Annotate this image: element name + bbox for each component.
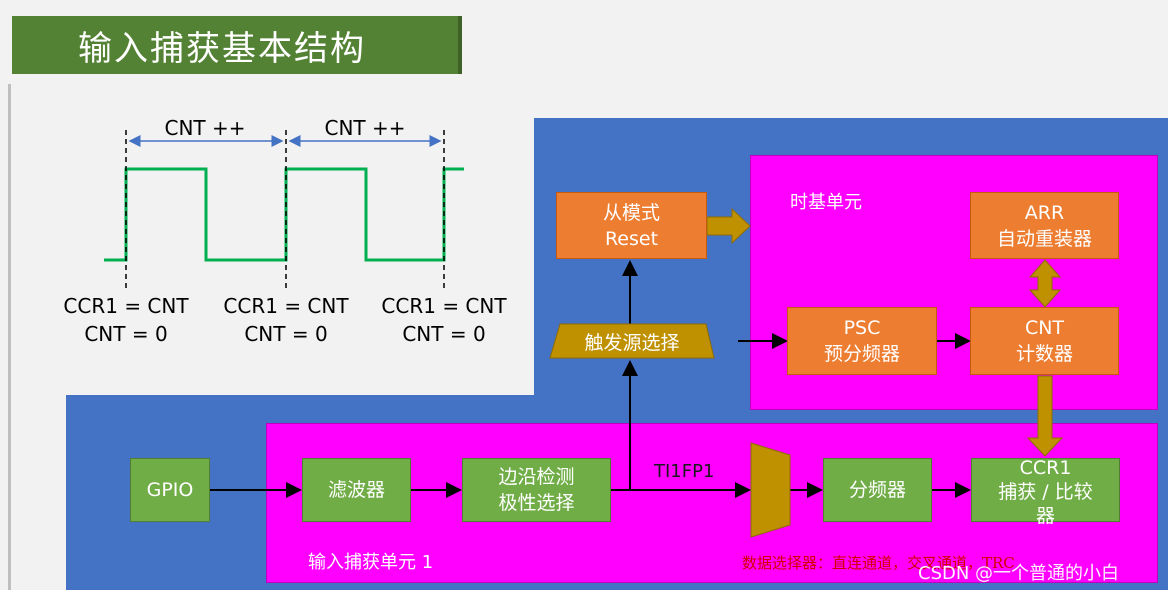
event-2-line1: CCR1 = CNT	[223, 294, 349, 318]
interval-label-2: CNT ++	[324, 116, 406, 140]
slave-mode-block: 从模式 Reset	[556, 192, 707, 259]
slave-mode-line1: 从模式	[602, 201, 660, 224]
cnt-line2: 计数器	[1015, 343, 1073, 365]
ti1fp1-label: TI1FP1	[654, 461, 715, 482]
arrow-arr-cnt	[1028, 259, 1062, 308]
left-divider	[8, 84, 11, 590]
data-selector-mux	[750, 442, 791, 538]
mux-note: 数据选择器：直连通道，交叉通道，TRC	[742, 554, 1015, 572]
ccr1-line2: 捕获 / 比较	[998, 481, 1093, 503]
edge-line2: 极性选择	[498, 492, 575, 514]
arr-block: ARR 自动重装器	[970, 192, 1119, 259]
arr-line1: ARR	[1024, 201, 1065, 224]
page-title: 输入捕获基本结构	[78, 28, 366, 69]
filter-block: 滤波器	[302, 458, 411, 522]
ccr1-line1: CCR1	[1019, 457, 1072, 479]
event-label-1: CCR1 = CNT CNT = 0	[56, 292, 196, 348]
edge-line1: 边沿检测	[498, 466, 575, 488]
ccr1-line3: 器	[1035, 505, 1055, 527]
capture-waveform	[104, 167, 464, 262]
cnt-block: CNT 计数器	[970, 307, 1119, 375]
capture-unit-title: 输入捕获单元 1	[308, 552, 434, 573]
interval-label-1: CNT ++	[164, 116, 246, 140]
psc-line1: PSC	[843, 317, 881, 339]
ccr1-block: CCR1 捕获 / 比较 器	[971, 457, 1120, 527]
arrow-cnt-ccr1	[1026, 375, 1064, 457]
event-label-2: CCR1 = CNT CNT = 0	[216, 292, 356, 348]
event-1-line2: CNT = 0	[84, 322, 168, 346]
watermark: CSDN @一个普通的小白	[918, 563, 1120, 584]
cnt-line1: CNT	[1024, 317, 1065, 339]
arr-line2: 自动重装器	[996, 227, 1092, 250]
gpio-block: GPIO	[130, 458, 210, 522]
event-1-line1: CCR1 = CNT	[63, 294, 189, 318]
psc-block: PSC 预分频器	[787, 307, 937, 375]
event-3-line2: CNT = 0	[402, 322, 486, 346]
edge-detect-block: 边沿检测 极性选择	[462, 458, 611, 522]
trigger-select-label: 触发源选择	[584, 332, 680, 354]
psc-line2: 预分频器	[823, 343, 900, 365]
divider-block: 分频器	[823, 458, 932, 522]
event-label-3: CCR1 = CNT CNT = 0	[374, 292, 514, 348]
timebase-title: 时基单元	[790, 192, 862, 213]
event-2-line2: CNT = 0	[244, 322, 328, 346]
title-banner: 输入捕获基本结构	[12, 16, 462, 74]
trigger-select-shape	[549, 323, 715, 359]
slave-mode-line2: Reset	[604, 227, 659, 250]
event-3-line1: CCR1 = CNT	[381, 294, 507, 318]
arrow-slave-timebase	[706, 207, 751, 245]
